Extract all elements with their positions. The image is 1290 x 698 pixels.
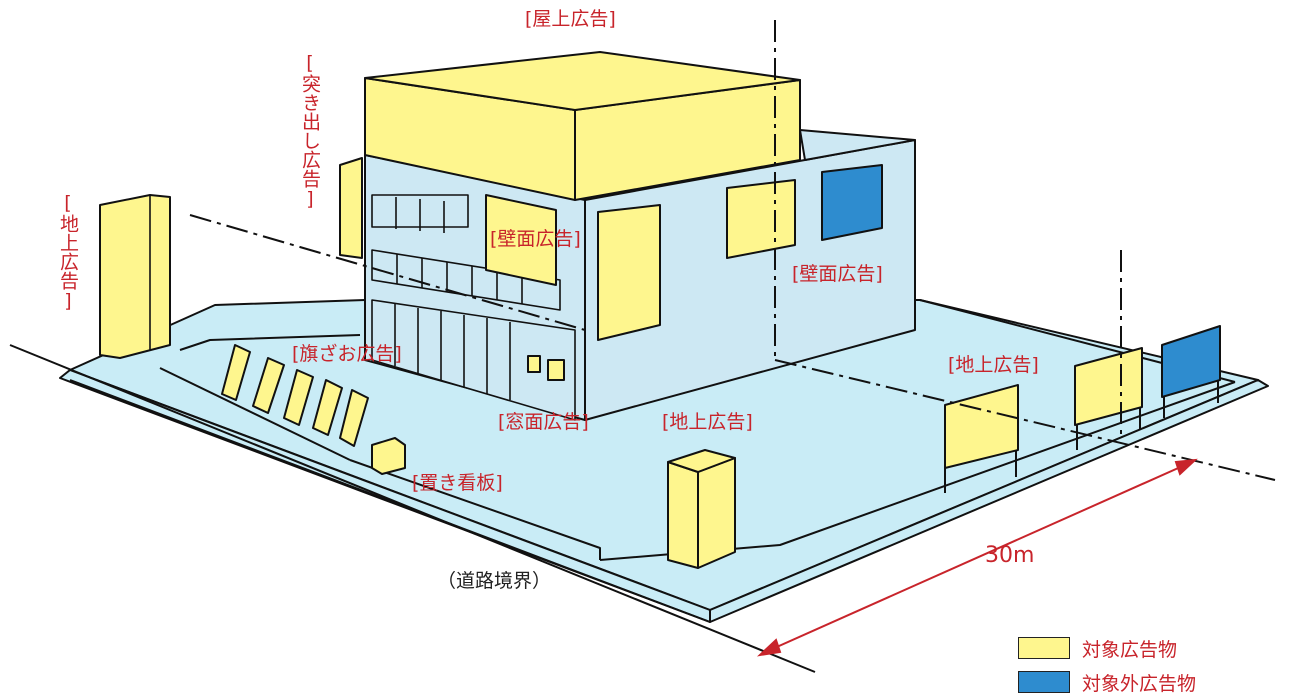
window-sign-1	[527, 355, 541, 373]
wall-sign-front	[597, 204, 661, 341]
label-flag: [旗ざお広告]	[292, 343, 402, 365]
boundary-line-top	[189, 214, 586, 331]
label-ground-left: [地上広告]	[57, 192, 79, 312]
label-distance: 30m	[985, 543, 1035, 568]
billboard-2	[1074, 347, 1143, 426]
label-ground-center: [地上広告]	[662, 411, 753, 433]
curb-line-front	[159, 367, 351, 461]
label-standing-sign: [置き看板]	[412, 472, 503, 494]
label-projecting: [突き出し広告]	[299, 52, 321, 210]
ground-sign-center-front	[667, 461, 699, 569]
wall-sign-center	[485, 194, 557, 286]
ground-sign-center-side	[697, 457, 736, 569]
ground-sign-center-top	[667, 449, 736, 473]
label-wall-center: [壁面広告]	[490, 228, 581, 250]
label-ground-right: [地上広告]	[948, 354, 1039, 376]
ground-sign-left-front	[99, 194, 171, 359]
standing-sign	[371, 437, 406, 475]
curb-line-front-right	[599, 381, 1236, 561]
legend-swatch-excluded	[1018, 671, 1070, 693]
window-grid	[371, 194, 576, 421]
rooftop-sign-top	[364, 51, 801, 111]
legend-text-excluded: 対象外広告物	[1082, 672, 1197, 695]
label-rooftop: [屋上広告]	[525, 8, 616, 30]
window-sign-2	[547, 359, 565, 381]
distance-arrow	[769, 464, 1186, 651]
curb-notch	[349, 459, 601, 560]
projecting-sign	[339, 157, 363, 259]
legend-swatch-target	[1018, 637, 1070, 659]
curb-line-left	[179, 334, 361, 351]
flag-signs	[221, 344, 369, 447]
legend-excluded: 対象外広告物	[1018, 670, 1197, 695]
label-window: [窓面広告]	[498, 411, 589, 433]
legend-target: 対象広告物	[1018, 636, 1178, 661]
wall-sign-excluded	[821, 164, 883, 241]
billboard-excluded	[1161, 325, 1221, 398]
building-roof-right	[799, 129, 916, 161]
legend-text-target: 対象広告物	[1082, 638, 1178, 661]
label-wall-right: [壁面広告]	[792, 263, 883, 285]
road-boundary-line-2	[69, 379, 711, 623]
wall-sign-right	[726, 179, 796, 259]
label-road-boundary: （道路境界）	[437, 570, 552, 592]
sidewalk-edge-right	[709, 379, 1269, 623]
